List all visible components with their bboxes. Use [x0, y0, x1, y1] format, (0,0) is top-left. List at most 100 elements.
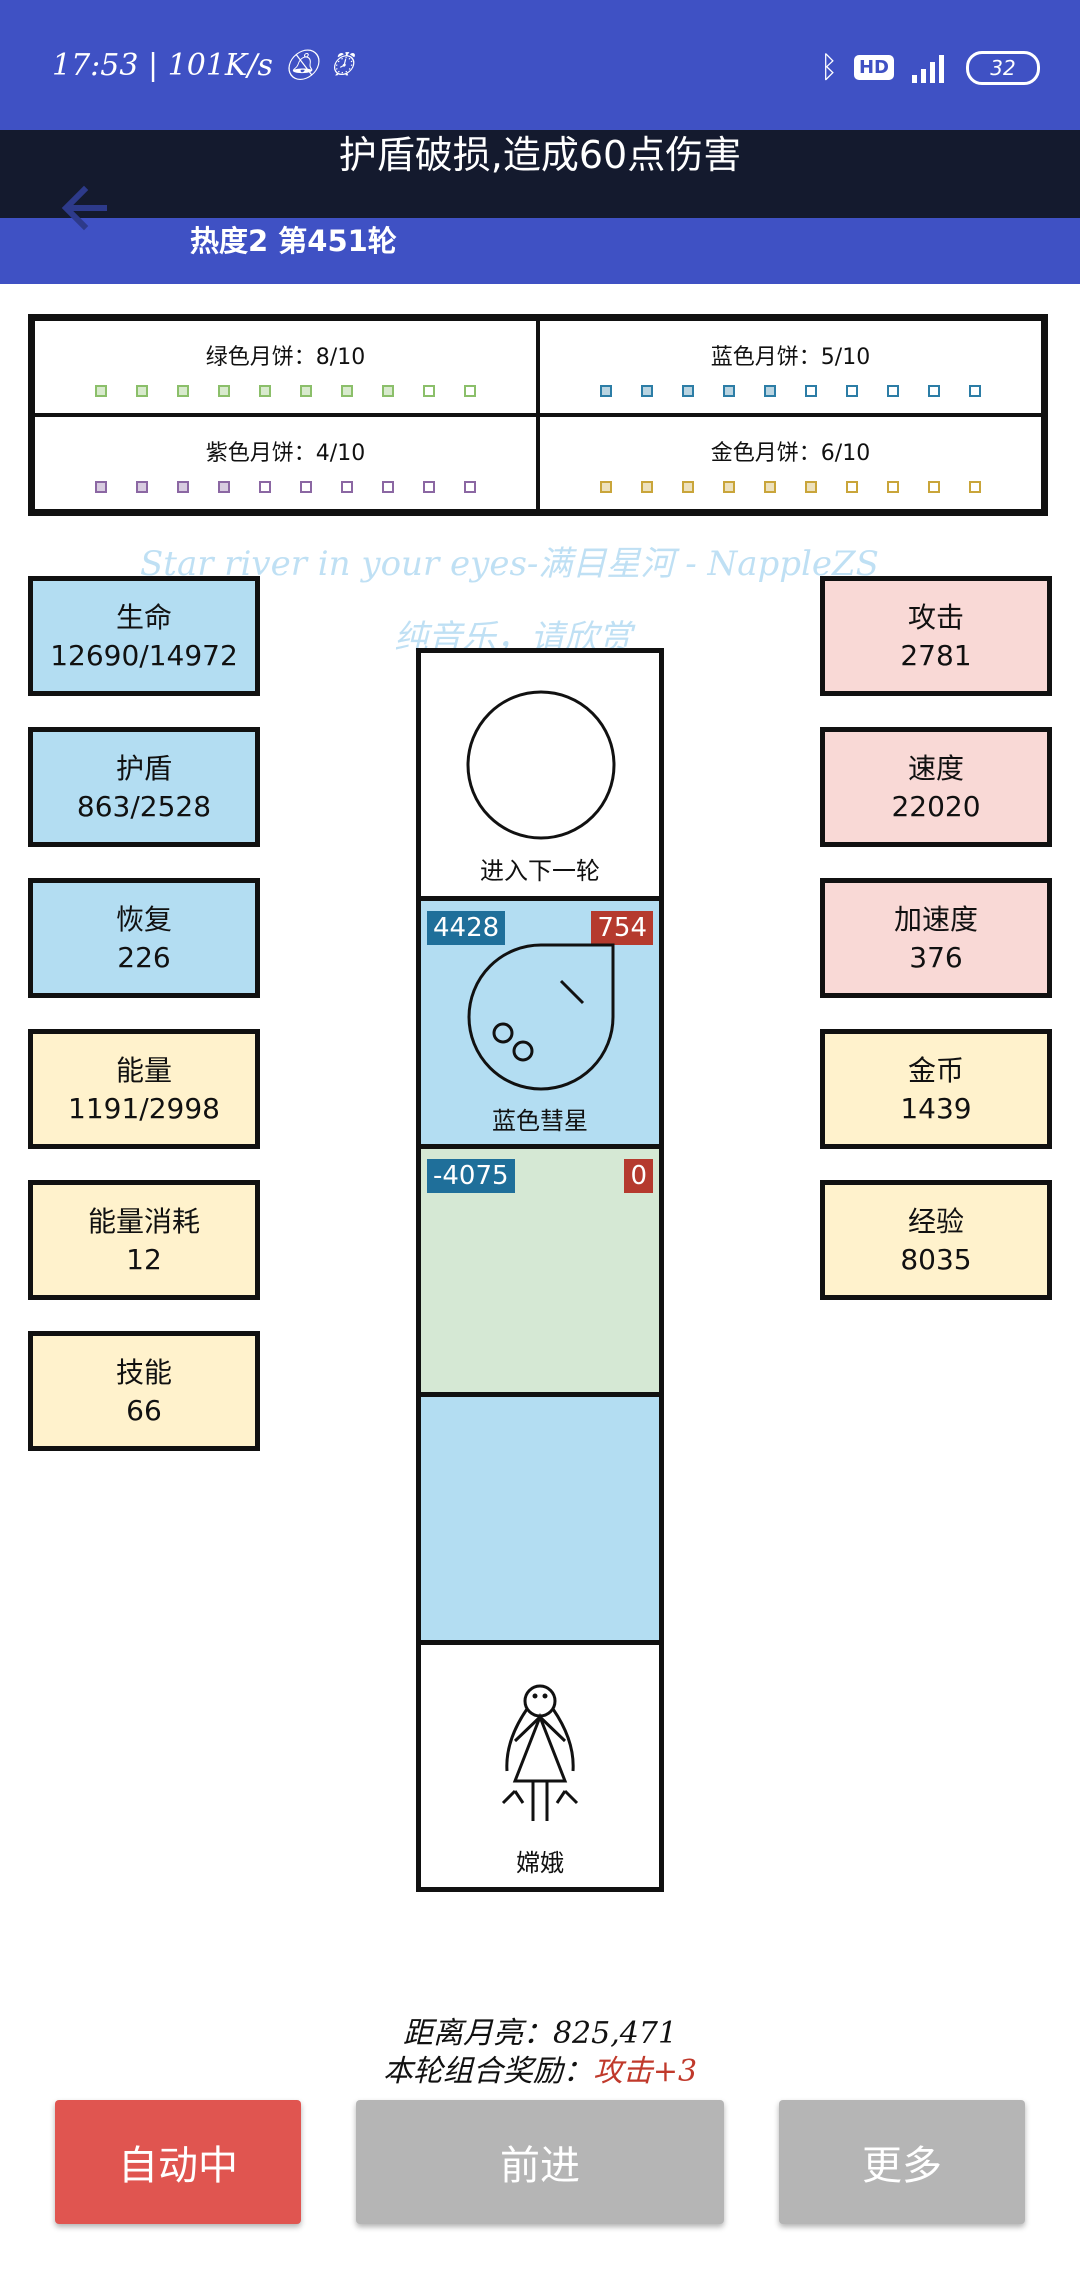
mooncake-empty-square: [259, 481, 271, 493]
stat-label: 加速度: [893, 903, 978, 936]
stat-label: 恢复: [115, 903, 172, 936]
mooncake-filled-square: [218, 481, 230, 493]
reward-label: 本轮组合奖励：: [382, 2054, 593, 2089]
mooncake-label: 蓝色月饼：5/10: [710, 345, 871, 370]
mooncake-filled-square: [300, 385, 312, 397]
mooncake-filled-square: [641, 385, 653, 397]
stat-value: 12690/14972: [50, 639, 238, 672]
stat-acceleration: 加速度 376: [820, 878, 1052, 998]
auto-button[interactable]: 自动中: [55, 2100, 301, 2224]
stat-skill: 技能 66: [28, 1331, 260, 1451]
distance-label: 距离月亮：: [402, 2016, 553, 2051]
heat-round-subtitle: 热度2 第451轮: [190, 224, 397, 258]
mooncake-empty-square: [969, 481, 981, 493]
stat-label: 能量: [115, 1054, 172, 1087]
mooncake-empty-square: [928, 385, 940, 397]
mooncake-squares: [35, 385, 536, 397]
stat-label: 攻击: [907, 601, 964, 634]
stat-value: 863/2528: [76, 790, 212, 823]
mooncake-filled-square: [382, 385, 394, 397]
stat-experience: 经验 8035: [820, 1180, 1052, 1300]
back-arrow-icon[interactable]: [58, 182, 110, 234]
empty-right-badge: 0: [624, 1159, 653, 1193]
comet-icon: [467, 943, 615, 1091]
bluetooth-icon: ᛒ: [819, 50, 838, 85]
hd-icon: HD: [853, 55, 894, 80]
stat-value: 1439: [900, 1092, 972, 1125]
forward-button[interactable]: 前进: [356, 2100, 724, 2224]
mooncake-filled-square: [641, 481, 653, 493]
stat-gold: 金币 1439: [820, 1029, 1052, 1149]
mooncake-cell-blue: 蓝色月饼：5/10: [538, 319, 1043, 415]
mooncake-empty-square: [464, 481, 476, 493]
stat-label: 经验: [907, 1205, 964, 1238]
mooncake-filled-square: [764, 385, 776, 397]
stat-energy: 能量 1191/2998: [28, 1029, 260, 1149]
slot-next-round[interactable]: 进入下一轮: [421, 653, 659, 901]
stat-value: 12: [126, 1243, 162, 1276]
mooncake-filled-square: [723, 385, 735, 397]
slot-empty-blue[interactable]: [421, 1397, 659, 1645]
more-button[interactable]: 更多: [779, 2100, 1025, 2224]
slot-blue-comet[interactable]: 4428 754 蓝色彗星: [421, 901, 659, 1149]
status-bar-icons: ᛒ HD 32: [820, 50, 1040, 85]
stat-label: 技能: [115, 1356, 172, 1389]
stat-value: 8035: [900, 1243, 972, 1276]
network-speed: 101K/s: [167, 48, 273, 83]
next-round-caption: 进入下一轮: [480, 857, 600, 885]
mooncake-cell-purple: 紫色月饼：4/10: [33, 415, 538, 511]
stat-value: 2781: [900, 639, 972, 672]
mooncake-filled-square: [723, 481, 735, 493]
distance-value: 825,471: [552, 2016, 678, 2051]
mooncake-filled-square: [600, 385, 612, 397]
mooncake-empty-square: [423, 481, 435, 493]
slot-empty-green[interactable]: -4075 0: [421, 1149, 659, 1397]
mooncake-filled-square: [259, 385, 271, 397]
stat-label: 金币: [907, 1054, 964, 1087]
mooncake-label: 绿色月饼：8/10: [205, 345, 366, 370]
mooncake-squares: [540, 385, 1041, 397]
status-bar-time: 17:53 | 101K/s 🔕︎ ⏰︎: [52, 48, 354, 83]
mooncake-filled-square: [177, 481, 189, 493]
mooncake-empty-square: [423, 385, 435, 397]
mooncake-filled-square: [177, 385, 189, 397]
mooncake-cell-green: 绿色月饼：8/10: [33, 319, 538, 415]
mooncake-label: 紫色月饼：4/10: [205, 441, 366, 466]
mooncake-filled-square: [764, 481, 776, 493]
mooncake-filled-square: [136, 385, 148, 397]
reward-value: 攻击+3: [592, 2054, 698, 2089]
stat-speed: 速度 22020: [820, 727, 1052, 847]
mooncake-grid: 绿色月饼：8/10 蓝色月饼：5/10 紫色月饼：4/10 金色月饼：6/10: [28, 314, 1048, 516]
mooncake-squares: [540, 481, 1041, 493]
stat-label: 生命: [115, 601, 172, 634]
mooncake-filled-square: [805, 481, 817, 493]
stat-value: 22020: [891, 790, 981, 823]
stat-value: 66: [126, 1394, 162, 1427]
stat-label: 护盾: [115, 752, 172, 785]
toast-message: 护盾破损,造成60点伤害: [0, 130, 1080, 218]
mooncake-empty-square: [887, 481, 899, 493]
player-caption: 嫦娥: [516, 1849, 564, 1877]
mooncake-filled-square: [95, 481, 107, 493]
battery-icon: 32: [966, 50, 1040, 85]
mooncake-label: 金色月饼：6/10: [710, 441, 871, 466]
stat-value: 376: [909, 941, 963, 974]
comet-left-badge: 4428: [427, 911, 506, 945]
mooncake-empty-square: [464, 385, 476, 397]
mooncake-filled-square: [95, 385, 107, 397]
mooncake-empty-square: [382, 481, 394, 493]
mooncake-empty-square: [887, 385, 899, 397]
clock-text: 17:53: [52, 48, 139, 83]
lyric-line-1: Star river in your eyes-满目星河 - NappleZS: [140, 544, 879, 584]
comet-caption: 蓝色彗星: [492, 1107, 588, 1135]
change-player-icon: [501, 1684, 579, 1821]
circle-icon: [466, 690, 616, 840]
stat-energy-cost: 能量消耗 12: [28, 1180, 260, 1300]
mooncake-filled-square: [341, 385, 353, 397]
slot-player[interactable]: 嫦娥: [421, 1645, 659, 1887]
stat-attack: 攻击 2781: [820, 576, 1052, 696]
path-column: 进入下一轮 4428 754 蓝色彗星 -4075 0 嫦娥: [416, 648, 664, 1892]
mooncake-filled-square: [682, 385, 694, 397]
stat-recovery: 恢复 226: [28, 878, 260, 998]
stat-label: 速度: [907, 752, 964, 785]
